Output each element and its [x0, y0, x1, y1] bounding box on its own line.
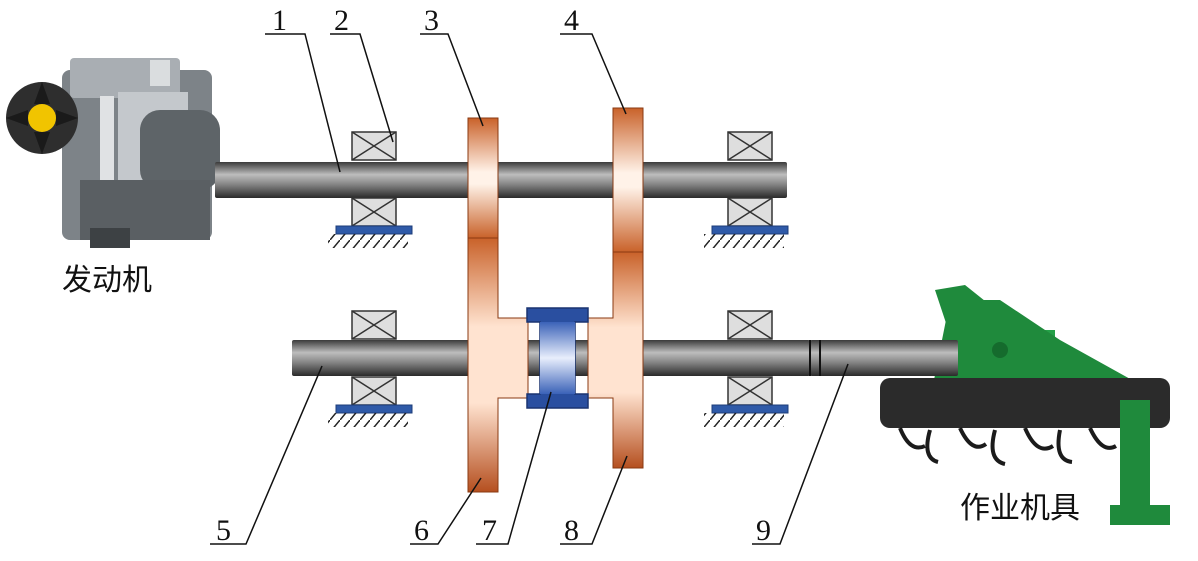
- callout-2: 2: [334, 4, 349, 37]
- callout-9: 9: [756, 514, 771, 547]
- fan-icon: [6, 82, 78, 154]
- implement-illustration: [880, 285, 1170, 525]
- callout-4: 4: [564, 4, 579, 37]
- gear-8: [587, 251, 644, 469]
- gear-4: [612, 107, 644, 253]
- callout-5: 5: [216, 514, 231, 547]
- engine-caption: 发动机: [62, 263, 152, 298]
- input-shaft: [215, 162, 787, 198]
- callout-1: 1: [272, 4, 287, 37]
- callout-6: 6: [414, 514, 429, 547]
- callout-7: 7: [482, 514, 497, 547]
- leader-lines: [210, 33, 849, 545]
- bearing-lower-right: [704, 310, 789, 427]
- gear-6: [467, 237, 529, 493]
- engine-illustration: [6, 58, 220, 248]
- callout-8: 8: [564, 514, 579, 547]
- clutch-sleeve-7: [526, 307, 589, 409]
- implement-caption: 作业机具: [960, 491, 1080, 526]
- bearing-upper-left: [328, 131, 413, 248]
- bearing-upper-right: [704, 131, 789, 248]
- callout-3: 3: [424, 4, 439, 37]
- bearing-lower-left: [328, 310, 413, 427]
- gear-3: [467, 117, 499, 239]
- pto-shaft: [810, 340, 958, 376]
